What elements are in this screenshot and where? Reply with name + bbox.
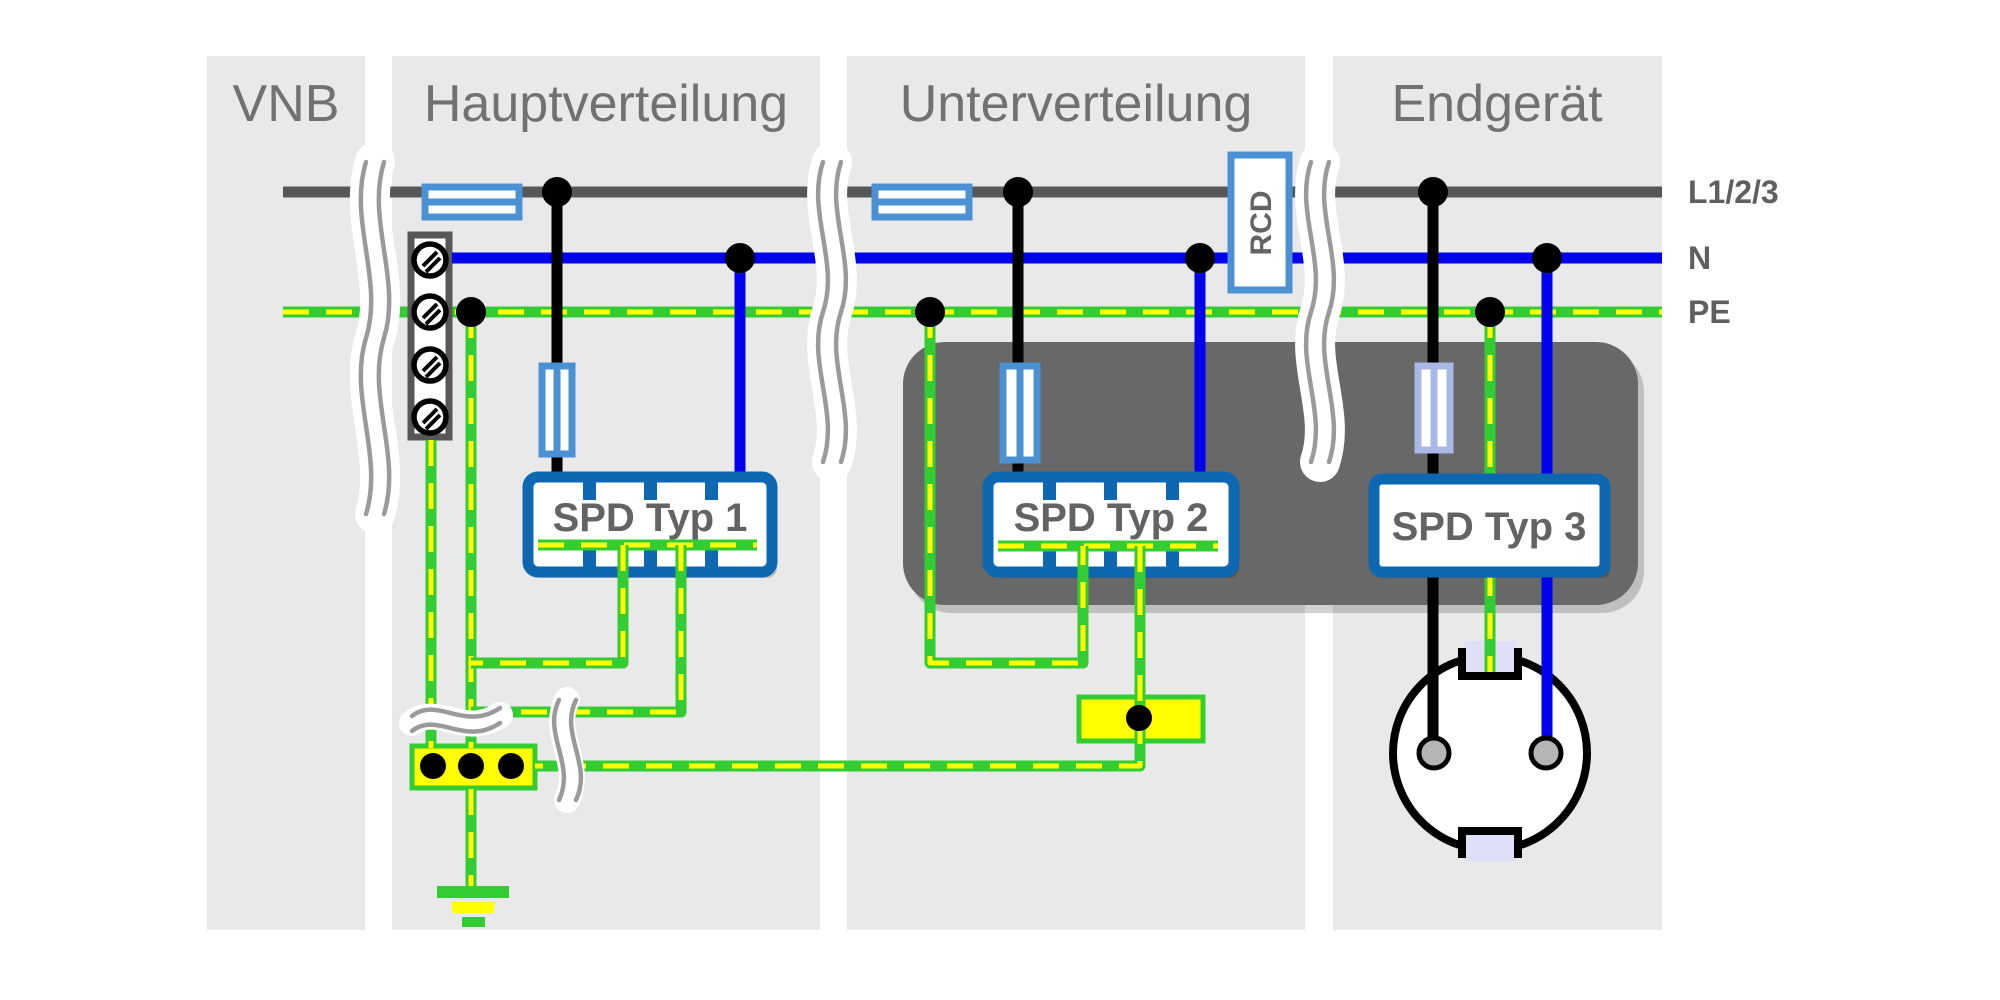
busbar-terminal-dot [420,753,446,779]
terminal-block-icon [407,231,453,441]
junction-dot [456,297,486,327]
fuse-icon [421,183,523,221]
fuse-icon [538,362,576,458]
terminal-screw-icon [411,241,449,279]
spd-typ-3-box [1368,473,1611,578]
spd3-body [1368,473,1611,578]
column-header-vnb: VNB [233,75,340,133]
junction-dot [1475,297,1505,327]
terminal-screw-icon [411,398,449,436]
break-symbol-haupt-unter [807,142,857,482]
column-header-hauptverteilung: Hauptverteilung [424,75,788,133]
fuse-icon [871,183,973,221]
line-break-symbols [349,142,1345,534]
pe-conductor-routing [425,312,1496,890]
busbar-terminal-dot [458,753,484,779]
protection-devices: RCD [421,151,1454,464]
junction-dot [725,243,755,273]
junction-dot [915,297,945,327]
break-symbol-earth-bond [549,687,585,813]
junction-dots [420,177,1562,779]
break-symbol-vnb-haupt [349,142,401,534]
junction-dot [1003,177,1033,207]
column-header-unterverteilung: Unterverteilung [900,75,1253,133]
rcd-box: RCD [1227,151,1293,294]
break-symbol-earth-left [399,702,513,737]
socket-pin-l [1416,735,1452,771]
bus-label-n: N [1688,240,1711,276]
socket-icon [1389,641,1591,861]
ground-icon [437,886,509,927]
terminal-screw-icon [411,346,449,384]
rcd-body [1227,151,1293,294]
labels: VNB Hauptverteilung Unterverteilung Endg… [233,75,1779,549]
busbar-terminal-dot [1126,705,1152,731]
spd3-label: SPD Typ 3 [1392,505,1587,549]
junction-dot [542,177,572,207]
terminal-screw-icon [411,293,449,331]
spd2-label: SPD Typ 2 [1014,496,1209,540]
socket-pin-n [1528,735,1564,771]
bus-label-pe: PE [1688,294,1731,330]
junction-dot [1532,243,1562,273]
spd1-label: SPD Typ 1 [553,496,748,540]
fuse-icon-endgeraet [1414,362,1454,454]
socket-top-notch [1458,648,1522,680]
rcd-label: RCD [1245,191,1278,256]
fuse-icon [999,362,1041,464]
bus-label-l: L1/2/3 [1688,174,1779,210]
column-vnb [207,56,365,930]
socket-bottom-notch [1458,827,1522,858]
junction-dot [1185,243,1215,273]
break-symbol-unter-end [1295,142,1345,482]
busbar-terminal-dot [498,753,524,779]
column-header-endgeraet: Endgerät [1391,75,1603,133]
junction-dot [1418,177,1448,207]
socket-pins [1416,735,1564,771]
